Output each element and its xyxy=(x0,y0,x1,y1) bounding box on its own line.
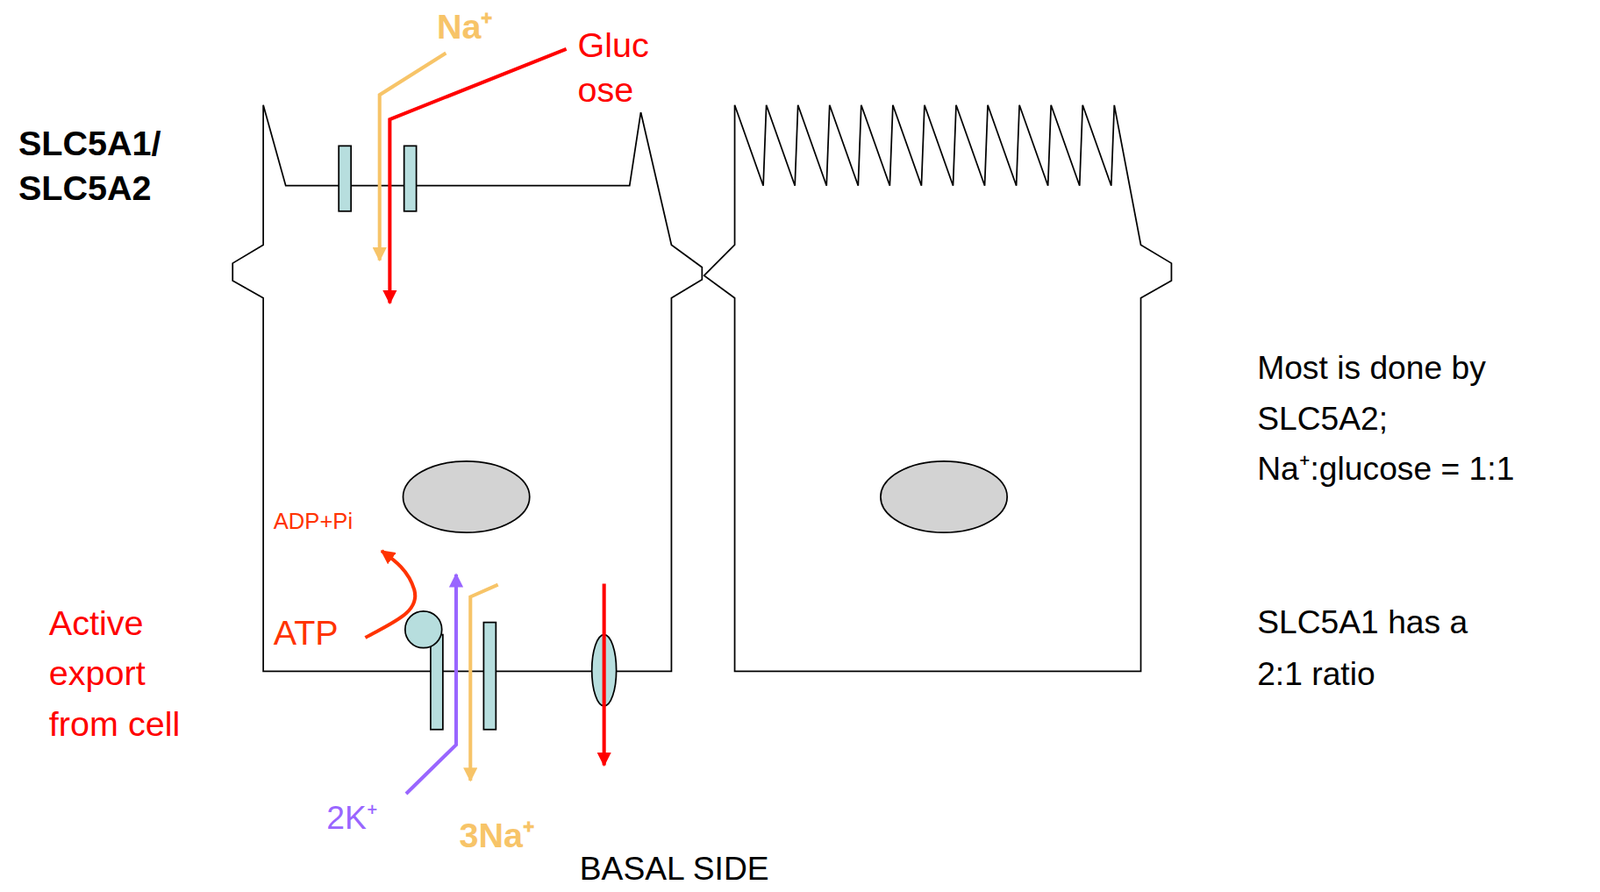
apical-transporter xyxy=(404,145,417,211)
pump-subunit xyxy=(430,635,443,730)
molecule-label: Gluc ose xyxy=(577,22,675,114)
glucose-influx-arrow xyxy=(389,49,566,304)
potassium-import-arrow xyxy=(406,574,457,794)
atp-hydrolysis-arrow xyxy=(364,550,415,638)
note-text: Most is done by SLC5A2; Na⁺:glucose = 1:… xyxy=(1257,342,1564,495)
ion-label: 3Na⁺ xyxy=(458,814,572,856)
right-cell-outline xyxy=(704,105,1172,672)
glucose-export-arrow xyxy=(602,583,607,765)
side-label: BASAL SIDE xyxy=(579,849,845,889)
nucleus xyxy=(402,461,529,533)
pump-atpase-domain xyxy=(405,611,443,649)
left-cell-outline xyxy=(232,105,702,672)
transporter-name: SLC5A1/ SLC5A2 xyxy=(18,120,202,211)
atp-label: ATP xyxy=(273,612,356,654)
pump-subunit xyxy=(483,622,496,730)
apical-transporter xyxy=(338,145,351,211)
nucleus xyxy=(880,461,1008,533)
note-text: SLC5A1 has a 2:1 ratio xyxy=(1257,598,1493,700)
ion-label: 2K⁺ xyxy=(326,798,408,838)
process-annotation: Active export from cell xyxy=(49,598,223,750)
sodium-export-arrow xyxy=(470,585,498,781)
product-label: ADP+Pi xyxy=(273,507,397,536)
ion-label: Na⁺ xyxy=(436,6,529,48)
